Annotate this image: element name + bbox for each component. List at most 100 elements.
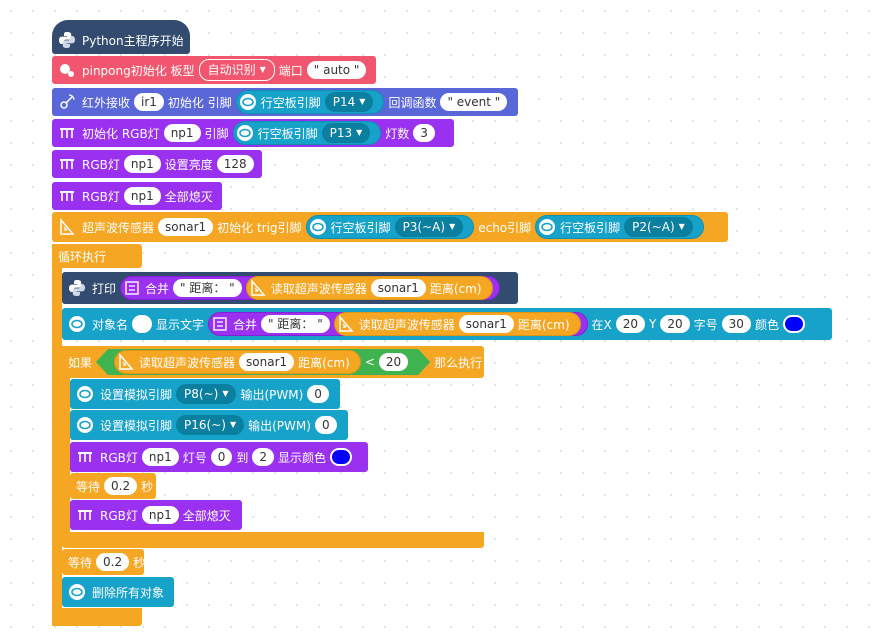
ir-name-input[interactable]: ir1 (134, 93, 164, 111)
color-label: 颜色 (754, 317, 779, 332)
python-start-hat-block[interactable]: Python主程序开始 (52, 20, 190, 54)
callback-input[interactable]: " event " (440, 93, 508, 111)
concat-string-input[interactable]: " 距离： " (173, 279, 242, 297)
pwm-value-input[interactable]: 0 (314, 416, 337, 434)
display-text-block[interactable]: 对象名 显示文字 合并 " 距离： " 读取超声波传感器 sonar1 距离(c… (62, 308, 832, 340)
echo-pin-value: P2(~A) (632, 220, 675, 234)
rgb-pin-dropdown[interactable]: P13▼ (321, 123, 371, 143)
brightness-input[interactable]: 128 (216, 155, 254, 173)
object-name-input[interactable] (132, 315, 153, 333)
hat-label: Python主程序开始 (82, 33, 184, 48)
less-than-operator: < (364, 355, 375, 369)
pwm-output-label: 输出(PWM) (240, 387, 304, 402)
pwm-block-2[interactable]: 设置模拟引脚 P16(~)▼ 输出(PWM) 0 (70, 410, 348, 440)
trig-pin-dropdown[interactable]: P3(~A)▼ (394, 217, 464, 237)
led-number-label: 灯号 (182, 450, 207, 465)
wait-label: 等待 (76, 479, 101, 494)
rgb-led-icon (58, 187, 76, 205)
threshold-input[interactable]: 20 (379, 353, 408, 371)
from-input[interactable]: 0 (210, 448, 233, 466)
if-block[interactable]: 如果 读取超声波传感器 sonar1 距离(cm) < 20 那么执行 (62, 346, 484, 378)
sensor-reporter[interactable]: 读取超声波传感器 sonar1 距离(cm) (245, 276, 493, 300)
pwm-value-input[interactable]: 0 (307, 385, 329, 403)
concat-reporter[interactable]: 合并 " 距离： " 读取超声波传感器 sonar1 距离(cm) (208, 312, 588, 336)
x-input[interactable]: 20 (615, 315, 646, 333)
wait-seconds-input[interactable]: 0.2 (104, 477, 138, 495)
echo-pin-reporter[interactable]: 行空板引脚 P2(~A)▼ (535, 215, 704, 239)
rgb-led-icon (76, 448, 94, 466)
rgb-init-block[interactable]: 初始化 RGB灯 np1 引脚 行空板引脚 P13▼ 灯数 3 (52, 119, 454, 147)
all-off-label: 全部熄灭 (182, 508, 231, 523)
rgb-pin-label: 引脚 (204, 126, 229, 141)
color-picker[interactable] (330, 448, 353, 466)
wait-seconds-input[interactable]: 0.2 (96, 553, 130, 571)
unihiker-icon (236, 124, 254, 142)
ultrasonic-init-block[interactable]: 超声波传感器 sonar1 初始化 trig引脚 行空板引脚 P3(~A)▼ e… (52, 212, 728, 242)
chevron-down-icon: ▼ (259, 65, 266, 74)
sensor-label: 读取超声波传感器 (270, 281, 367, 296)
chevron-down-icon: ▼ (359, 97, 366, 106)
y-input[interactable]: 20 (660, 315, 690, 333)
rgb-brightness-block[interactable]: RGB灯 np1 设置亮度 128 (52, 150, 262, 178)
pwm-pin-value: P16(~) (184, 418, 226, 432)
loop-frame-bottom (52, 608, 142, 626)
rgb-label: RGB灯 (100, 508, 138, 523)
print-block[interactable]: 打印 合并 " 距离： " 读取超声波传感器 sonar1 距离(cm) (62, 272, 518, 304)
rgb-range-color-block[interactable]: RGB灯 np1 灯号 0 到 2 显示颜色 (70, 442, 368, 472)
rgb-name-input[interactable]: np1 (141, 506, 179, 524)
loop-block[interactable]: 循环执行 (52, 244, 142, 268)
concat-string-input[interactable]: " 距离： " (261, 315, 330, 333)
wait-block-outer[interactable]: 等待 0.2 秒 (62, 549, 146, 575)
sonar-name-input[interactable]: sonar1 (158, 218, 214, 236)
font-size-input[interactable]: 30 (721, 315, 751, 333)
rgb-count-input[interactable]: 3 (413, 124, 435, 142)
clear-all-objects-block[interactable]: 删除所有对象 (62, 577, 174, 607)
ir-pin-dropdown[interactable]: P14▼ (324, 92, 374, 112)
sensor-reporter[interactable]: 读取超声波传感器 sonar1 距离(cm) (333, 312, 581, 336)
to-label: 到 (236, 450, 249, 465)
ultra-label: 超声波传感器 (82, 220, 155, 235)
port-label: 端口 (278, 63, 303, 78)
board-dropdown[interactable]: 自动识别▼ (198, 59, 275, 81)
rgb-off-block[interactable]: RGB灯 np1 全部熄灭 (52, 182, 222, 210)
sensor-unit: 距离(cm) (298, 355, 350, 370)
pwm-output-label: 输出(PWM) (248, 418, 311, 433)
concat-reporter[interactable]: 合并 " 距离： " 读取超声波传感器 sonar1 距离(cm) (120, 276, 500, 300)
pinpong-init-block[interactable]: pinpong初始化 板型 自动识别▼ 端口 " auto " (52, 56, 376, 84)
ultrasonic-icon (337, 315, 355, 333)
font-size-label: 字号 (693, 317, 718, 332)
x-label: 在X (591, 317, 612, 332)
compare-condition[interactable]: 读取超声波传感器 sonar1 距离(cm) < 20 (96, 349, 430, 375)
rgb-name-input[interactable]: np1 (141, 448, 179, 466)
text-block-icon (123, 279, 141, 297)
color-picker[interactable] (782, 315, 805, 333)
pwm-block-1[interactable]: 设置模拟引脚 P8(~)▼ 输出(PWM) 0 (70, 379, 340, 409)
sensor-name-input[interactable]: sonar1 (458, 315, 514, 333)
trig-pin-reporter[interactable]: 行空板引脚 P3(~A)▼ (305, 215, 475, 239)
rgb-name-input[interactable]: np1 (123, 187, 161, 205)
rgb-name-input[interactable]: np1 (163, 124, 201, 142)
rgb-off-block-inner[interactable]: RGB灯 np1 全部熄灭 (70, 500, 242, 530)
chevron-down-icon: ▼ (229, 420, 237, 429)
rgb-led-icon (58, 124, 76, 142)
rgb-pin-reporter[interactable]: 行空板引脚 P13▼ (232, 121, 382, 145)
ir-init-block[interactable]: 红外接收 ir1 初始化 引脚 行空板引脚 P14▼ 回调函数 " event … (52, 88, 518, 116)
to-input[interactable]: 2 (252, 448, 275, 466)
ir-pin-reporter[interactable]: 行空板引脚 P14▼ (235, 90, 385, 114)
sensor-name-input[interactable]: sonar1 (370, 279, 426, 297)
rgb-name-input[interactable]: np1 (123, 155, 161, 173)
wait-block-inner[interactable]: 等待 0.2 秒 (70, 473, 156, 499)
seconds-unit: 秒 (133, 555, 146, 570)
ir-receiver-icon (58, 93, 76, 111)
unihiker-icon (68, 315, 86, 333)
if-frame-bottom (62, 532, 484, 548)
pwm-pin-dropdown[interactable]: P16(~)▼ (176, 415, 245, 435)
ir-board-label: 行空板引脚 (260, 95, 321, 110)
echo-pin-dropdown[interactable]: P2(~A)▼ (624, 217, 693, 237)
chevron-down-icon: ▼ (678, 222, 685, 231)
sensor-reporter[interactable]: 读取超声波传感器 sonar1 距离(cm) (114, 350, 361, 374)
sensor-name-input[interactable]: sonar1 (239, 353, 294, 371)
port-input[interactable]: " auto " (306, 61, 367, 79)
rgb-init-label: 初始化 RGB灯 (82, 126, 160, 141)
pwm-pin-dropdown[interactable]: P8(~)▼ (176, 384, 237, 404)
